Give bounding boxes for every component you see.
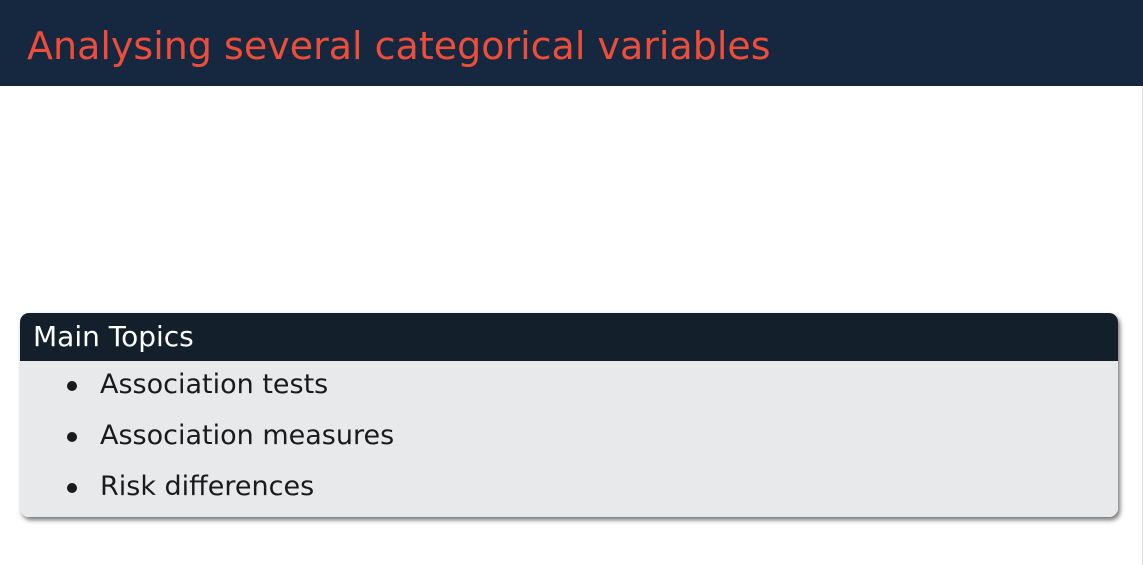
title-bar: Analysing several categorical variables — [0, 0, 1143, 86]
main-topics-block: Main Topics Association tests Associatio… — [20, 313, 1118, 517]
main-topics-header: Main Topics — [20, 313, 1118, 361]
main-topics-heading: Main Topics — [33, 320, 194, 353]
slide-title: Analysing several categorical variables — [27, 24, 771, 68]
bullet-icon — [67, 432, 77, 442]
topic-label: Association tests — [100, 369, 329, 400]
bullet-icon — [67, 381, 77, 391]
topic-label: Association measures — [100, 420, 395, 451]
topic-label: Risk differences — [100, 471, 315, 502]
bullet-icon — [67, 483, 77, 493]
main-topics-body: Association tests Association measures R… — [20, 361, 1118, 517]
